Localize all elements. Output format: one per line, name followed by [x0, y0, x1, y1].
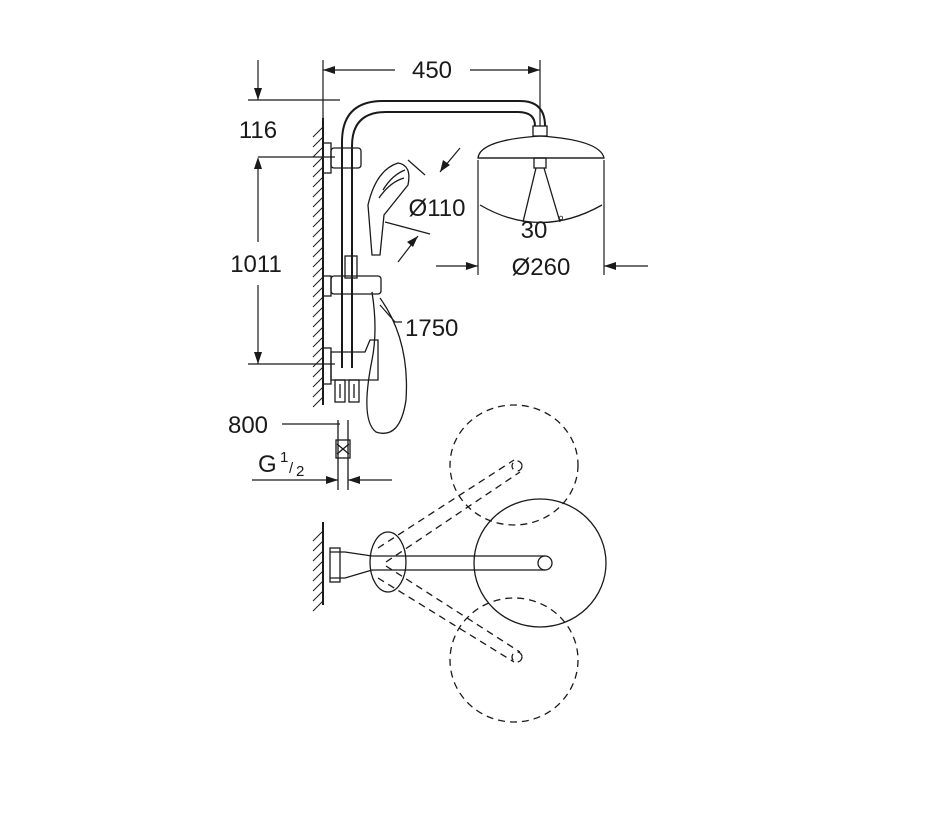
dimension-headshower-260: Ø260: [436, 160, 648, 281]
label-hose-1750: 1750: [405, 315, 458, 342]
dimension-outlet-800: 800: [228, 412, 340, 439]
label-offset-116: 116: [239, 117, 277, 144]
wall-hatch-line: [312, 176, 324, 188]
swivel-position-upper: [377, 404, 579, 563]
wall-hatch-line: [312, 356, 324, 368]
label-headshower-260: Ø260: [512, 254, 571, 281]
label-bar-1011: 1011: [230, 251, 282, 278]
wall-hatch-line: [312, 570, 324, 582]
wall-hatch-line: [312, 550, 324, 562]
wall-hatch-line: [312, 376, 324, 388]
wall-hatch-line: [312, 216, 324, 228]
wall-hatch-line: [312, 386, 324, 398]
wall-hatch-line: [312, 296, 324, 308]
front-view: 450 116 1011 Ø110: [228, 57, 648, 490]
dimension-thread: G 1 / 2: [252, 449, 392, 484]
wall-hatch-line: [312, 590, 324, 602]
label-thread-numerator: 1: [280, 449, 288, 466]
head-shower: [477, 125, 605, 169]
label-handshower-110: Ø110: [409, 195, 466, 222]
wall-hatch-line: [312, 126, 324, 138]
dimension-offset-116: 116: [239, 60, 340, 169]
wall-hatch-line: [312, 226, 324, 238]
dimension-angle-30: 30 °: [521, 213, 564, 244]
supply-pipe: [335, 420, 351, 490]
label-thread-slash: /: [289, 460, 294, 477]
wall-hatch-line: [312, 346, 324, 358]
wall-hatch-line: [312, 336, 324, 348]
wall-hatch-line: [312, 206, 324, 218]
wall-hatch-line: [312, 276, 324, 288]
dimension-width-450: 450: [322, 57, 541, 126]
wall-hatch-line: [312, 256, 324, 268]
wall-hatch-line: [312, 156, 324, 168]
riser-bar: [341, 100, 546, 368]
diverter-bracket: [322, 339, 379, 403]
wall-hatch-line: [312, 136, 324, 148]
label-thread-denominator: 2: [296, 463, 304, 480]
wall-hatch-line: [312, 580, 324, 592]
wall-hatch-line: [312, 326, 324, 338]
dimension-hose-1750: 1750: [379, 304, 458, 342]
top-wall: [312, 522, 324, 612]
wall-hatch-line: [312, 366, 324, 378]
top-view: [312, 404, 607, 723]
dimension-bar-1011: 1011: [230, 169, 335, 365]
wall-hatch-line: [312, 146, 324, 158]
wall-hatch-line: [312, 246, 324, 258]
label-width-450: 450: [412, 57, 452, 84]
wall-hatch-line: [312, 396, 324, 408]
wall-hatch-line: [312, 286, 324, 298]
wall-hatch-line: [312, 600, 324, 612]
wall-hatch-line: [312, 186, 324, 198]
shower-hose: [366, 291, 408, 434]
shower-arm-top: [329, 531, 553, 593]
wall-hatch-line: [312, 540, 324, 552]
dimension-handshower-110: Ø110: [384, 147, 466, 263]
wall-hatch-line: [312, 530, 324, 542]
hand-shower: [367, 162, 410, 256]
wall-hatch-line: [312, 236, 324, 248]
wall-hatch-line: [312, 316, 324, 328]
top-wall-bracket: [322, 142, 362, 174]
label-angle-30: 30: [521, 217, 548, 244]
wall-hatch-line: [312, 266, 324, 278]
swivel-position-lower: [377, 565, 579, 723]
wall-hatch-line: [312, 306, 324, 318]
label-thread-letter: G: [258, 451, 277, 478]
label-angle-unit: °: [558, 213, 564, 230]
wall-hatch-line: [312, 166, 324, 178]
hand-shower-holder: [322, 255, 382, 297]
wall-hatch-line: [312, 196, 324, 208]
wall-hatch-line: [312, 560, 324, 572]
label-outlet-800: 800: [228, 412, 268, 439]
spray-angle-marker: [479, 167, 603, 224]
head-shower-top: [473, 498, 607, 628]
